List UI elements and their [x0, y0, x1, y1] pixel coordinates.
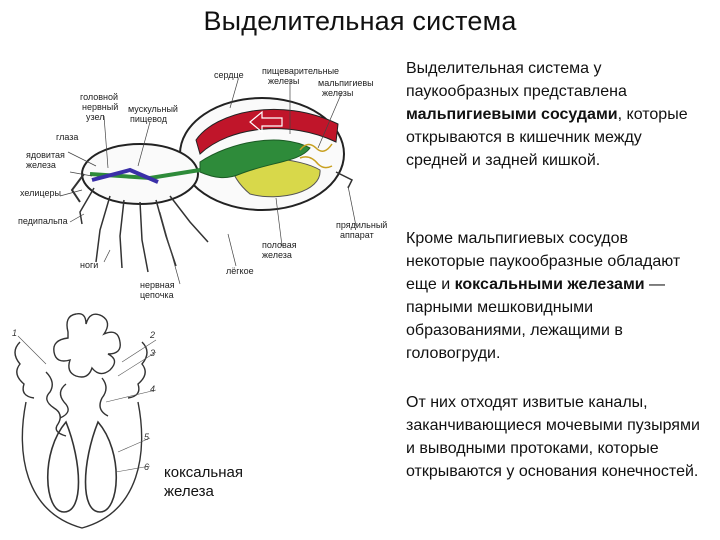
- label-digestive-2: железы: [268, 76, 299, 86]
- label-pharynx-1: мускульный: [128, 104, 178, 114]
- label-ganglion-2: нервный: [82, 102, 118, 112]
- label-heart: сердце: [214, 70, 244, 80]
- label-pharynx-2: пищевод: [130, 114, 168, 124]
- label-gonad-2: железа: [262, 250, 292, 260]
- gland-right-sac: [84, 420, 117, 513]
- legs-group: [95, 195, 209, 273]
- gland-num-6: 6: [144, 462, 149, 472]
- label-legs: ноги: [80, 260, 98, 270]
- coxal-gland-diagram: 1 2 3 4 5 6: [12, 313, 157, 529]
- heart-arrow: [249, 110, 283, 134]
- gland-num-3: 3: [150, 348, 155, 358]
- spider-anatomy-diagram: сердце пищеварительные железы мальпигиев…: [18, 66, 387, 300]
- heart-shape: [195, 108, 339, 155]
- leader-lines: [59, 79, 357, 285]
- caption-line-2: железа: [164, 483, 214, 500]
- label-nerve-1: нервная: [140, 280, 175, 290]
- gland-left-lobes: [14, 341, 35, 399]
- label-ganglion-3: узел: [86, 112, 104, 122]
- p1-text-a: Выделительная система у паукообразных пр…: [406, 60, 627, 100]
- gland-num-2: 2: [149, 330, 155, 340]
- malpighian-tubules: [299, 143, 333, 152]
- caption-line-1: коксальная: [164, 464, 243, 481]
- pedipalp-shape: [79, 187, 95, 225]
- label-pedipalp: педипальпа: [18, 216, 68, 226]
- label-ganglion-1: головной: [80, 92, 118, 102]
- coxal-gland-caption: коксальная железа: [164, 463, 243, 501]
- label-malpighian-2: железы: [322, 88, 353, 98]
- p2-text-a: Кроме мальпигиевых сосудов некоторые пау…: [406, 230, 681, 293]
- nerve-cord: [91, 167, 159, 184]
- paragraph-coxal: Кроме мальпигиевых сосудов некоторые пау…: [406, 227, 706, 365]
- label-digestive-1: пищеварительные: [262, 66, 339, 76]
- p2-text-b: — парными мешковидными образованиями, ле…: [406, 276, 666, 362]
- gland-top-lobes: [53, 313, 121, 378]
- gland-canals: [45, 371, 67, 437]
- spinneret-shape: [335, 171, 354, 189]
- label-gonad-1: половая: [262, 240, 297, 250]
- gland-canals-3: [99, 377, 109, 417]
- p1-text-b: , которые открываются в кишечник между с…: [406, 106, 688, 169]
- gland-num-4: 4: [150, 384, 155, 394]
- paragraph-malpighian: Выделительная система у паукообразных пр…: [406, 57, 706, 172]
- label-chelicerae: хелицеры: [20, 188, 61, 198]
- gland-canals-2: [59, 383, 69, 419]
- label-eyes: глаза: [56, 132, 78, 142]
- paragraph-canals: От них отходят извитые каналы, заканчива…: [406, 394, 700, 480]
- label-spinner-1: прядильный: [336, 220, 387, 230]
- gland-right-lobes: [127, 341, 148, 399]
- gland-num-1: 1: [12, 328, 17, 338]
- gland-left-sac: [47, 420, 80, 513]
- label-poison-1: ядовитая: [26, 150, 65, 160]
- gland-pointer-lines: [17, 335, 157, 473]
- gut-shape: [199, 139, 311, 179]
- p2-bold: коксальными железами: [454, 276, 645, 293]
- label-malpighian-1: мальпигиевы: [318, 78, 374, 88]
- malpighian-tubules-2: [299, 156, 333, 169]
- slide-title: Выделительная система: [203, 6, 517, 36]
- chelicera-shape: [70, 173, 85, 203]
- label-poison-2: железа: [26, 160, 56, 170]
- label-spinner-2: аппарат: [340, 230, 374, 240]
- gland-body: [21, 401, 143, 529]
- gland-num-5: 5: [144, 432, 150, 442]
- p1-bold: мальпигиевыми сосудами: [406, 106, 618, 123]
- label-nerve-2: цепочка: [140, 290, 174, 300]
- label-lung: лёгкое: [226, 266, 254, 276]
